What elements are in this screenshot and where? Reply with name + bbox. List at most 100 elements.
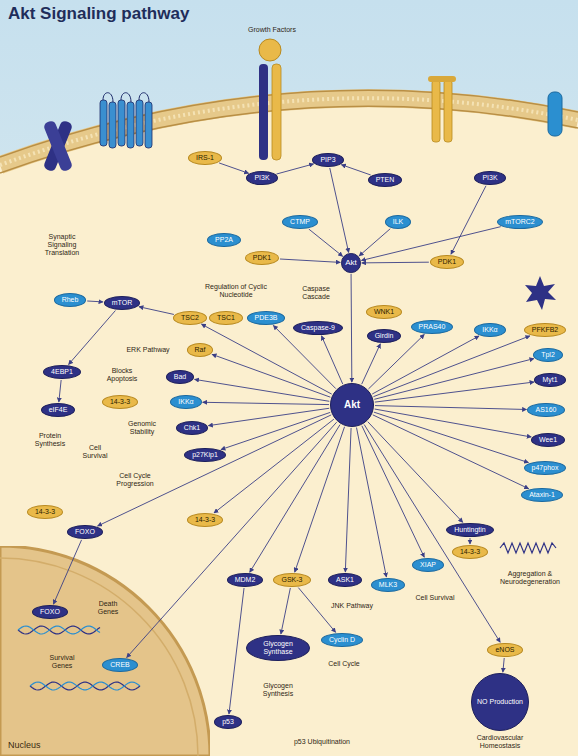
pathway-arrow bbox=[330, 168, 349, 253]
receptor-cap bbox=[428, 76, 456, 82]
node-label: eIF4E bbox=[49, 406, 68, 414]
pathway-arrow bbox=[373, 415, 529, 489]
pathway-arrow bbox=[368, 335, 424, 389]
pathway-arrow bbox=[295, 427, 345, 572]
pathway-arrow bbox=[195, 379, 330, 401]
dna-strand bbox=[18, 626, 100, 634]
receptor-chain bbox=[272, 64, 281, 160]
node-label: MDM2 bbox=[235, 576, 256, 584]
pathway-arrow bbox=[280, 259, 340, 262]
dna-strand bbox=[30, 682, 140, 690]
pathway-arrow bbox=[469, 538, 470, 544]
pathway-node: FOXO bbox=[67, 525, 103, 539]
pathway-node: Girdin bbox=[367, 329, 402, 343]
process-label: Cardiovascular Homeostasis bbox=[463, 734, 537, 750]
label-text: Survival Genes bbox=[41, 654, 83, 670]
pathway-node: IKKα bbox=[474, 323, 505, 337]
label-text: Glycogen Synthesis bbox=[253, 682, 303, 698]
node-label: ILK bbox=[393, 218, 404, 226]
pathway-arrow bbox=[201, 324, 331, 394]
process-label: JNK Pathway bbox=[326, 602, 378, 610]
node-label: Caspase-9 bbox=[301, 324, 335, 332]
pathway-node: PFKFB2 bbox=[524, 323, 566, 337]
pathway-node: Tpl2 bbox=[533, 348, 563, 362]
node-label: NO Production bbox=[477, 698, 523, 706]
pathway-node: PDK1 bbox=[430, 255, 464, 269]
hub-node: Akt bbox=[330, 383, 374, 427]
pathway-node: Glycogen Synthase bbox=[246, 635, 310, 661]
pathway-arrow bbox=[341, 165, 370, 175]
cytoplasm bbox=[0, 98, 578, 756]
pathway-node: Akt bbox=[341, 253, 361, 273]
pathway-node: PDK1 bbox=[245, 251, 279, 265]
complex-symbol bbox=[525, 276, 556, 310]
label-text: JNK Pathway bbox=[326, 602, 378, 610]
pathway-arrow bbox=[69, 311, 116, 365]
pathway-node: AS160 bbox=[527, 403, 564, 417]
pathway-node: TSC2 bbox=[173, 311, 207, 325]
pathway-arrow bbox=[221, 412, 330, 449]
pathway-node: Cyclin D bbox=[321, 633, 363, 647]
pathway-arrow bbox=[212, 354, 330, 397]
label-text: Genomic Stability bbox=[123, 420, 161, 436]
process-label: Death Genes bbox=[90, 600, 126, 616]
node-label: PRAS40 bbox=[419, 323, 446, 331]
pathway-arrow bbox=[98, 415, 332, 526]
pathway-arrow bbox=[281, 588, 290, 634]
pathway-node: Bad bbox=[166, 370, 194, 384]
pathway-node: WNK1 bbox=[366, 305, 402, 319]
node-label: PIP3 bbox=[320, 156, 335, 164]
node-label: TSC1 bbox=[217, 314, 235, 322]
node-label: 14-3-3 bbox=[195, 516, 215, 524]
node-label: Nucleus bbox=[8, 740, 41, 750]
process-label: Aggregation & Neurodegeneration bbox=[493, 570, 567, 586]
pathway-node: FOXO bbox=[32, 605, 68, 619]
node-label: TSC2 bbox=[181, 314, 199, 322]
pathway-node: 14-3-3 bbox=[187, 513, 223, 527]
pathway-arrow bbox=[362, 344, 381, 384]
node-label: 14-3-3 bbox=[35, 508, 55, 516]
pathway-arrow bbox=[374, 412, 529, 462]
node-label: GSK-3 bbox=[281, 576, 302, 584]
membrane-edge bbox=[0, 90, 578, 157]
pathway-arrow bbox=[345, 428, 351, 572]
label-text: Cell Cycle bbox=[322, 660, 366, 668]
label-text: Cell Survival bbox=[76, 444, 114, 460]
pathway-arrow bbox=[359, 229, 390, 256]
node-label: Cyclin D bbox=[329, 636, 355, 644]
helix bbox=[136, 100, 143, 146]
pathway-node: Rheb bbox=[54, 293, 87, 307]
receptor-arm bbox=[43, 120, 74, 173]
node-label: mTOR bbox=[112, 299, 132, 307]
node-label: 4EBP1 bbox=[51, 368, 73, 376]
pathway-node: PDE3B bbox=[247, 311, 286, 325]
label-text: Cardiovascular Homeostasis bbox=[463, 734, 537, 750]
process-label: Blocks Apoptosis bbox=[101, 367, 143, 383]
node-label: PP2A bbox=[215, 236, 233, 244]
receptor-chain bbox=[432, 80, 440, 142]
node-label: Huntingtin bbox=[454, 526, 486, 534]
membrane-lipid-heads bbox=[0, 98, 578, 165]
pathway-arrow bbox=[503, 658, 504, 672]
node-label: Rheb bbox=[62, 296, 79, 304]
pathway-arrow bbox=[87, 300, 103, 302]
growth-factor bbox=[259, 39, 281, 61]
node-label: AS160 bbox=[535, 406, 556, 414]
node-label: Akt bbox=[345, 258, 357, 267]
pathway-arrow bbox=[203, 402, 329, 404]
node-label: Chk1 bbox=[184, 424, 200, 432]
node-label: p47phox bbox=[532, 464, 559, 472]
pathway-node: MLK3 bbox=[371, 578, 405, 592]
helix bbox=[109, 102, 116, 148]
cell-membrane bbox=[0, 98, 578, 165]
pathway-arrow bbox=[361, 227, 500, 261]
pathway-node: mTOR bbox=[104, 296, 140, 310]
node-label: Tpl2 bbox=[541, 351, 555, 359]
pathway-node: ASK1 bbox=[328, 573, 362, 587]
receptor-arm bbox=[43, 120, 74, 173]
pathway-arrow bbox=[364, 425, 500, 643]
node-label: WNK1 bbox=[374, 308, 394, 316]
pathway-node: CTMP bbox=[282, 215, 318, 229]
receptor-symbol bbox=[28, 114, 89, 179]
node-label: MLK3 bbox=[379, 581, 397, 589]
